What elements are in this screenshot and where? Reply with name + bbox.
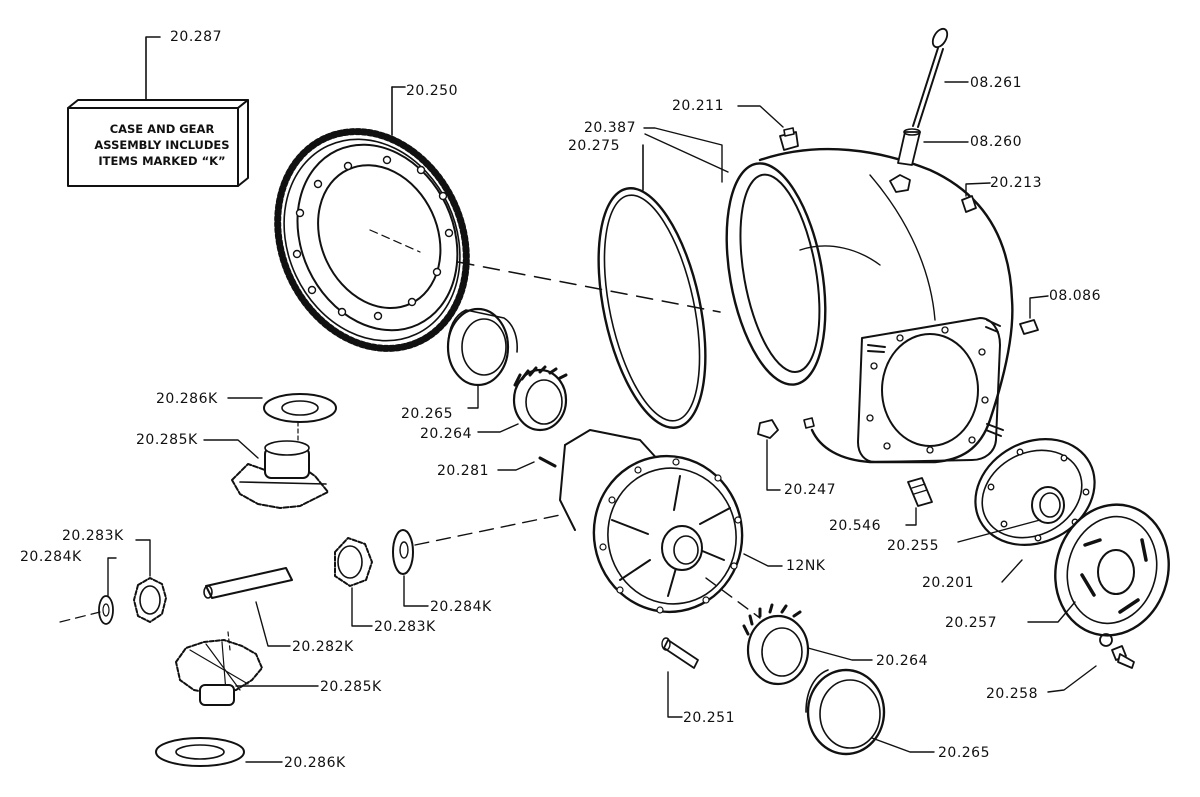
label-carrier: 12NK — [786, 558, 826, 574]
nut-stud-drawing — [757, 417, 933, 526]
lower-side-gear-drawing — [155, 631, 319, 767]
label-retainer: 20.257 — [945, 615, 997, 631]
label-plug-side: 08.086 — [1049, 288, 1101, 304]
label-gasket: 20.275 — [568, 138, 620, 154]
label-thrust-washer-top: 20.286K — [156, 391, 218, 407]
label-roll-pin: 20.281 — [437, 463, 489, 479]
ring-gear-drawing — [274, 86, 470, 352]
note-line-2: ASSEMBLY INCLUDES — [94, 138, 230, 152]
bolt-drawing — [1047, 633, 1135, 693]
label-pinion-gear-b: 20.283K — [374, 619, 436, 635]
retainer-drawing — [1027, 503, 1170, 637]
axis-line-3 — [705, 577, 761, 619]
note-line-1: CASE AND GEAR — [109, 122, 215, 136]
label-thrust-washer-b: 20.284K — [430, 599, 492, 615]
label-plug-top: 20.213 — [990, 175, 1042, 191]
roll-pin-drawing — [497, 456, 557, 471]
label-thrust-washer-a: 20.284K — [20, 549, 82, 565]
label-cross-shaft: 20.282K — [292, 639, 354, 655]
label-breather: 20.211 — [672, 98, 724, 114]
right-bearing-drawing — [742, 603, 935, 756]
upper-side-gear-drawing — [203, 393, 337, 509]
label-ring-gear: 20.250 — [406, 83, 458, 99]
note-text: CASE AND GEAR ASSEMBLY INCLUDES ITEMS MA… — [86, 121, 238, 169]
label-bearing-cup-left: 20.265 — [401, 406, 453, 422]
label-stud: 20.546 — [829, 518, 881, 534]
plugs-drawing — [961, 182, 1049, 335]
note-box — [67, 36, 249, 187]
axis-line-1 — [457, 261, 721, 313]
left-bearing-drawing — [446, 307, 568, 433]
housing-drawing — [643, 127, 1014, 464]
label-thrust-washer-bottom: 20.286K — [284, 755, 346, 771]
axis-line-2 — [414, 514, 561, 546]
cover-drawing — [957, 438, 1096, 583]
pin-drawing — [661, 637, 699, 718]
label-seal: 20.255 — [887, 538, 939, 554]
label-side-gear-bottom: 20.285K — [320, 679, 382, 695]
label-housing: 20.387 — [584, 120, 636, 136]
label-nut: 20.247 — [784, 482, 836, 498]
label-pin: 20.251 — [683, 710, 735, 726]
pinion-assembly-drawing — [59, 529, 429, 647]
note-number-label: 20.287 — [170, 29, 222, 45]
label-bearing-cone-left: 20.264 — [420, 426, 472, 442]
label-bearing-cup-right: 20.265 — [938, 745, 990, 761]
carrier-drawing — [559, 429, 783, 614]
label-bearing-cone-right: 20.264 — [876, 653, 928, 669]
label-dipstick-tube: 08.260 — [970, 134, 1022, 150]
note-line-3: ITEMS MARKED “K” — [98, 154, 226, 168]
dipstick-drawing — [897, 27, 969, 166]
label-dipstick: 08.261 — [970, 75, 1022, 91]
label-pinion-gear-a: 20.283K — [62, 528, 124, 544]
label-side-gear-top: 20.285K — [136, 432, 198, 448]
breather-drawing — [737, 105, 799, 151]
label-bolt: 20.258 — [986, 686, 1038, 702]
label-cover: 20.201 — [922, 575, 974, 591]
gasket-drawing — [597, 144, 707, 429]
